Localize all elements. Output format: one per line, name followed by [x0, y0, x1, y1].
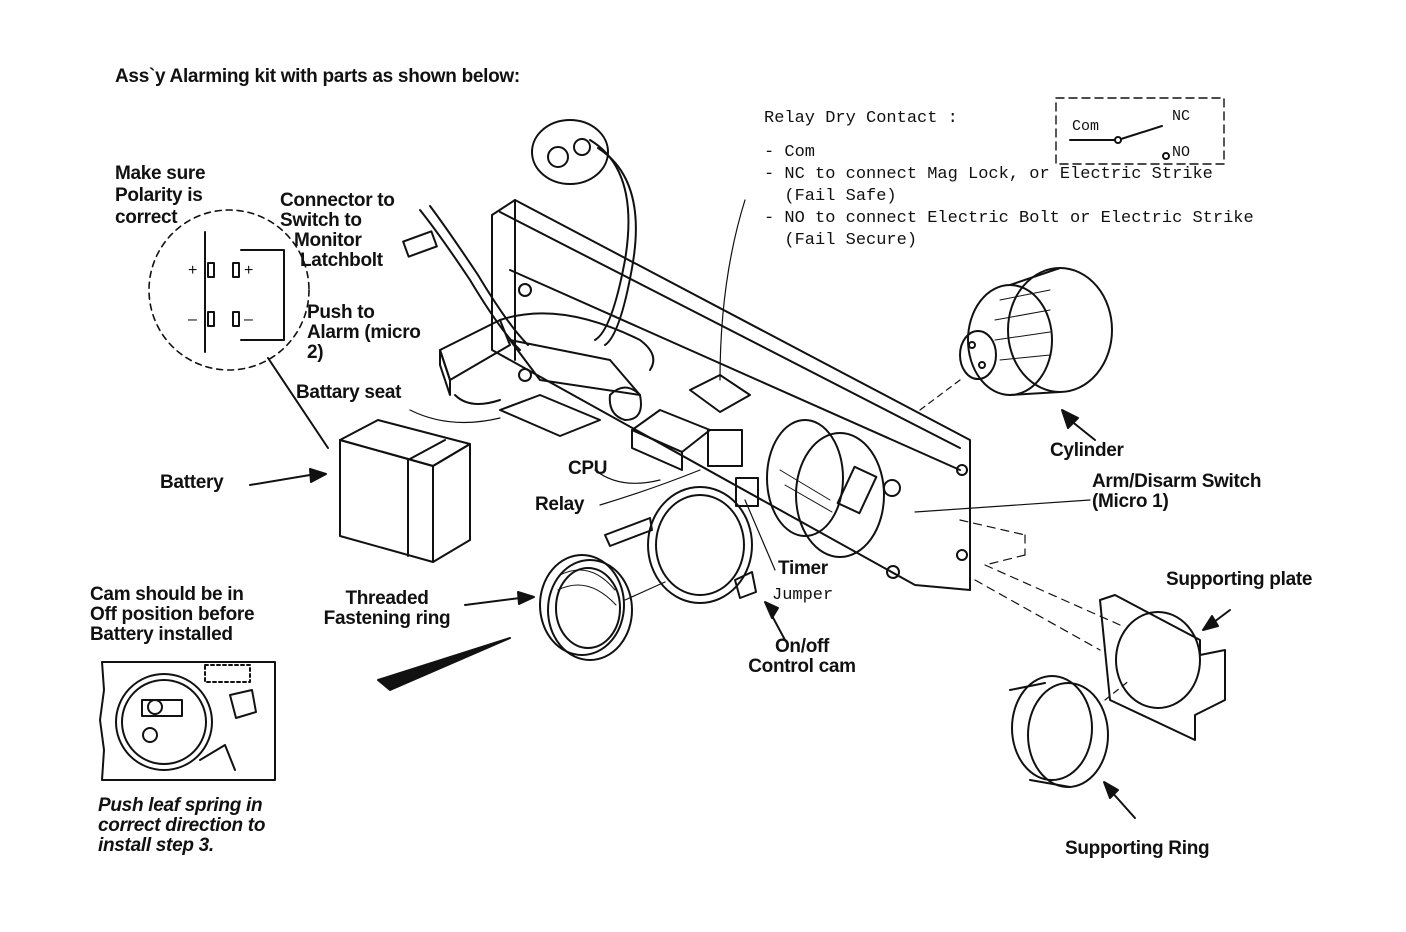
control-cam-drawing [604, 486, 786, 641]
leaf-spring-note: Push leaf spring in correct direction to… [98, 795, 265, 857]
onoff-line: On/off [774, 636, 830, 657]
push-alarm-line: Push to [307, 302, 375, 323]
connector-line: Latchbolt [300, 250, 383, 271]
threaded-ring-label: Threaded Fastening ring [312, 588, 462, 630]
onoff-line: Control cam [748, 656, 856, 677]
supporting-plate-label: Supporting plate [1166, 569, 1313, 590]
battery-seat-drawing [409, 339, 641, 437]
jumper-label: Jumper [772, 586, 834, 605]
supporting-ring-drawing [1009, 675, 1136, 819]
cam-detail-inset [99, 661, 276, 781]
polarity-detail [148, 209, 329, 449]
schematic-com-label: Com [1072, 118, 1100, 135]
supporting-ring-label: Supporting Ring [1065, 838, 1210, 859]
threaded-line: Threaded [345, 588, 429, 609]
arm-disarm-line: Arm/Disarm Switch [1092, 471, 1262, 492]
arm-disarm-label: Arm/Disarm Switch (Micro 1) [1092, 471, 1261, 513]
connector-line: Connector to [280, 190, 395, 211]
cpu-label: CPU [568, 458, 608, 479]
connector-line: Switch to [280, 210, 362, 231]
relay-label: Relay [535, 494, 585, 515]
push-alarm-line: Alarm (micro [307, 322, 421, 343]
leaf-note-line: Push leaf spring in [98, 795, 263, 816]
battery-label: Battery [160, 472, 224, 493]
push-alarm-label: Push to Alarm (micro 2) [307, 302, 421, 364]
cpu-relay-drawing [594, 199, 759, 507]
polarity-line: Polarity is [115, 185, 203, 206]
relay-schematic [1055, 97, 1225, 165]
cam-note-line: Cam should be in [90, 584, 244, 605]
polarity-plus-left: + [188, 262, 198, 279]
leaf-note-line: install step 3. [98, 835, 214, 856]
polarity-minus-right: – [244, 311, 253, 328]
wiring-drawing [402, 119, 655, 371]
battery-seat-label: Battary seat [296, 382, 402, 403]
main-plate-drawing [491, 199, 971, 591]
connector-label: Connector to Switch to Monitor Latchbolt [280, 190, 395, 272]
arm-disarm-line: (Micro 1) [1092, 491, 1169, 512]
polarity-minus-left: – [188, 311, 197, 328]
relay-note-line: (Fail Secure) [764, 231, 918, 250]
onoff-cam-label: On/off Control cam [742, 636, 862, 678]
relay-note-lines: - Com - NC to connect Mag Lock, or Elect… [764, 142, 1254, 252]
cam-note-line: Off position before [90, 604, 255, 625]
connector-line: Monitor [294, 230, 362, 251]
relay-note-line: (Fail Safe) [764, 187, 897, 206]
threaded-ring-drawing [464, 554, 666, 661]
page-title: Ass`y Alarming kit with parts as shown b… [115, 66, 520, 87]
micro-switch-2-drawing [439, 319, 511, 405]
direction-arrow [377, 637, 511, 691]
cam-note: Cam should be in Off position before Bat… [90, 584, 255, 646]
push-alarm-line: 2) [307, 342, 324, 363]
polarity-line: Make sure [115, 163, 206, 184]
schematic-no-label: NO [1172, 144, 1191, 161]
polarity-line: correct [115, 207, 178, 228]
cam-note-line: Battery installed [90, 624, 233, 645]
cylinder-label: Cylinder [1050, 440, 1124, 461]
schematic-nc-label: NC [1172, 108, 1191, 125]
cylinder-drawing [919, 267, 1113, 441]
battery-drawing [249, 419, 471, 563]
timer-label: Timer [778, 558, 828, 579]
relay-note-line: - NC to connect Mag Lock, or Electric St… [764, 165, 1213, 184]
threaded-line: Fastening ring [323, 608, 451, 629]
relay-note-heading: Relay Dry Contact : [764, 109, 958, 128]
supporting-plate-drawing [1099, 594, 1231, 741]
leaf-note-line: correct direction to [98, 815, 266, 836]
relay-note-line: - NO to connect Electric Bolt or Electri… [764, 209, 1254, 228]
exploded-guides [959, 519, 1121, 651]
relay-note-line: - Com [764, 143, 816, 162]
polarity-plus-right: + [244, 262, 254, 279]
polarity-note: Make sure Polarity is correct [115, 163, 206, 229]
